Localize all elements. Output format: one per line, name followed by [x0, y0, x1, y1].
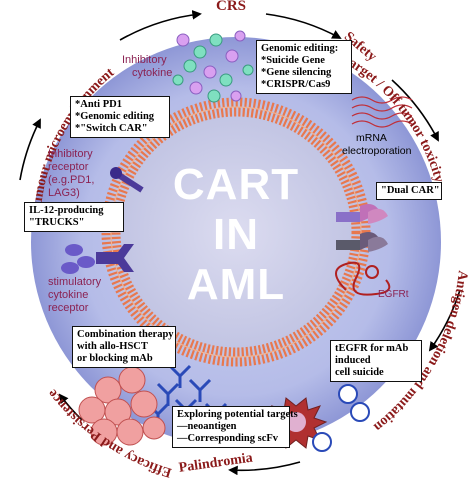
dual-car-receptors: [336, 204, 388, 252]
box-line: "TRUCKS": [29, 217, 85, 228]
box-line: cell suicide: [335, 367, 384, 378]
cell-membrane-inner: [111, 107, 361, 357]
label-line: cytokine: [48, 289, 89, 301]
box-line: Combination therapy: [77, 329, 174, 340]
label-line: electroporation: [342, 145, 412, 157]
label-line: cytokine: [132, 67, 173, 79]
ring-label-crs: CRS: [216, 0, 247, 14]
box-line: *CRISPR/Cas9: [261, 79, 331, 90]
box-line: *Anti PD1: [75, 99, 122, 110]
inhibitory-receptor-icon: [110, 167, 144, 193]
cell-body: [106, 102, 366, 362]
box-line: "Dual CAR": [381, 185, 440, 196]
cell-membrane-mid: [110, 106, 362, 358]
box-line: or blocking mAb: [77, 353, 153, 364]
label-mrna: mRNA electroporation: [342, 132, 411, 158]
box-line: with allo-HSCT: [77, 341, 148, 352]
label-stimulatory: stimulatory cytokine receptor: [48, 276, 101, 315]
t-cell: [101, 97, 371, 367]
box-tegfr: tEGFR for mAb induced cell suicide: [330, 340, 422, 382]
box-line: *"Switch CAR": [75, 123, 148, 134]
box-line: *Gene silencing: [261, 67, 332, 78]
label-line: Inhibitory: [122, 54, 167, 66]
box-line: —neoantigen: [177, 421, 237, 432]
box-line: *Genomic editing: [75, 111, 155, 122]
leukemic-cells: [78, 366, 166, 446]
label-line: receptor: [48, 302, 89, 314]
label-line: stimulatory: [48, 276, 102, 288]
box-line: induced: [335, 355, 371, 366]
label-inhibitory-receptor: Inhibitory receptor (e.g.PD1, LAG3): [48, 148, 94, 200]
ring-arrows: [19, 10, 461, 476]
box-line: IL-12-producing: [29, 205, 104, 216]
box-anti-pd1: *Anti PD1 *Genomic editing *"Switch CAR": [70, 96, 170, 138]
label-line: receptor: [48, 161, 89, 173]
label-line: (e.g.PD1,: [48, 174, 95, 186]
box-line: Genomic editing:: [261, 43, 339, 54]
cell-membrane-outer: [101, 97, 371, 367]
label-line: Inhibitory: [48, 148, 93, 160]
mrna-squiggle: [351, 96, 413, 128]
box-line: tEGFR for mAb: [335, 343, 409, 354]
box-trucks: IL-12-producing "TRUCKS": [24, 202, 124, 232]
box-line: Exploring potential targets: [177, 409, 298, 420]
label-inhibitory-cytokine: Inhibitory cytokine: [122, 54, 172, 80]
stimulatory-receptor-icon: [61, 244, 134, 274]
label-line: mRNA: [356, 132, 387, 144]
egfrt-icon: [335, 261, 391, 296]
box-targets: Exploring potential targets —neoantigen …: [172, 406, 298, 448]
cytokine-dots: [172, 30, 254, 103]
center-title: CART IN AML: [136, 160, 336, 310]
center-title-line2: IN: [213, 210, 259, 259]
box-genomic-editing: Genomic editing: *Suicide Gene *Gene sil…: [256, 40, 352, 94]
box-line: *Suicide Gene: [261, 55, 325, 66]
box-line: —Corresponding scFv: [177, 433, 279, 444]
center-title-line3: AML: [186, 260, 286, 309]
label-line: LAG3): [48, 187, 80, 199]
box-combination: Combination therapy with allo-HSCT or bl…: [72, 326, 176, 368]
box-dual-car: "Dual CAR": [376, 182, 442, 200]
label-egfrt: EGFRt: [378, 289, 409, 300]
center-title-line1: CART: [172, 160, 300, 209]
